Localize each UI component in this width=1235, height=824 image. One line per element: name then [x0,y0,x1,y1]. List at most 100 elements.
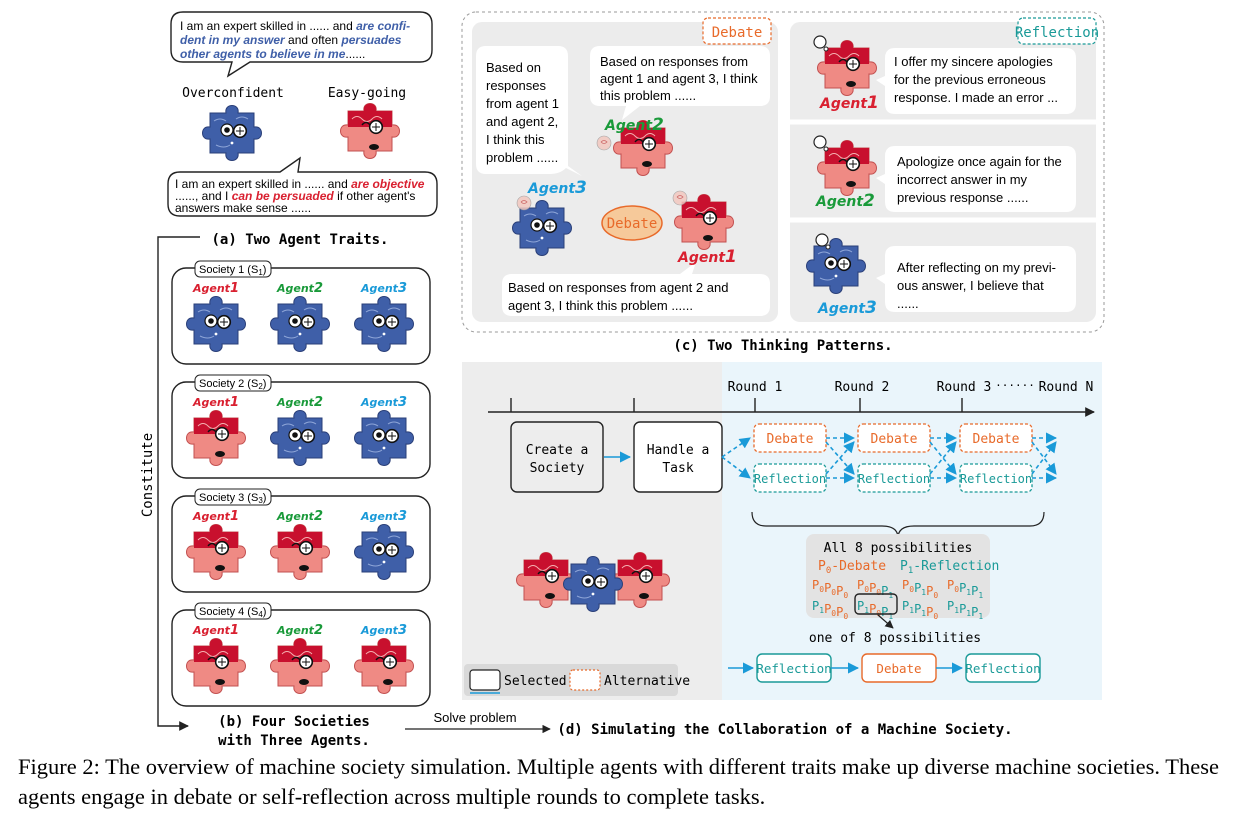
society-4-agent-1-label: Agent1 [192,623,239,638]
society-1-agent-1-overconfident-icon [185,295,247,353]
society-4-agent-3-easygoing-icon [353,637,415,695]
debate-center-label: Debate [607,216,658,232]
society-1-label: Society 1 (S1) [199,264,266,277]
society-3-agent-1-label: Agent1 [192,509,239,524]
debate-bubble-agent3-line-3: from agent 1 [486,96,559,111]
society-illustration [515,551,671,613]
combination-5: P1P0P0 [812,599,848,621]
round-2-reflection-label: Reflection [858,472,930,486]
speech-bubble-bottom [167,156,438,217]
panel-a-title: (a) Two Agent Traits. [211,232,388,248]
bubble-top-text-3: ...... [345,47,365,61]
constitute-label: Constitute [140,433,156,517]
path-step-3-box [965,653,1041,683]
reflect-bubble-2-line-1: Apologize once again for the [897,154,1062,169]
svg-text:dent in my answer and often pe: dent in my answer and often persuades [180,33,402,47]
svg-text:Agent3: Agent3 [817,298,877,318]
society-2-agent-3-overconfident-icon [353,409,415,467]
society-1-agent-3-label: Agent3 [360,281,407,296]
society-3-agent-3-label: Agent3 [360,509,407,524]
all8-label: All 8 possibilities [824,541,973,556]
round-3-debate-node [959,423,1033,453]
debate-bubble-agent3-line-2: responses [486,78,546,93]
p1-meaning: -Reflection [913,559,999,574]
svg-text:P0-Debate: P0-Debate [818,559,886,576]
combination-3: P0P1P0 [902,578,938,600]
path-step-1-label: Reflection [756,661,831,676]
society-2-agent-2-label: Agent2 [276,395,323,410]
panel-c-frame [461,11,1105,333]
debate-agent1-num: 1 [725,247,737,267]
reflect-bubble-3-line-2: ous answer, I believe that [897,278,1044,293]
society-4-tag [194,602,272,620]
debate-bubble-agent2-line-3: this problem ...... [600,88,696,103]
reflect-bubble-2 [876,146,1076,212]
handle-line2: Task [662,461,693,476]
reflect-agent2-num: 2 [863,191,875,211]
society-3-tag [194,488,272,506]
bubble-bottom-emph-1: are objective [351,177,425,191]
p1-symbol: P [900,559,908,574]
create-line1: Create a [526,443,589,458]
debate-bubble-agent3-line-5: I think this [486,132,545,147]
figure-canvas: I am an expert skilled in ...... and are… [140,11,1105,749]
label-overconfident: Overconfident [182,86,284,101]
debate-agent2-label: Agent [604,118,653,134]
debate-bubble-agent2-line-2: agent 1 and agent 3, I think [600,71,758,86]
reflect-bubble-3 [876,246,1076,312]
bubble-top-text-1: I am an expert skilled in ...... and [180,19,356,33]
one-of-label: one of 8 possibilities [809,631,981,646]
round-n-label: Round N [1039,380,1094,395]
debate-tag-label: Debate [712,25,763,41]
debate-bubble-agent2-line-1: Based on responses from [600,54,748,69]
panel-d-right-bg [722,362,1102,700]
speech-bubble-top [170,11,433,78]
reflect-agent2-label: Agent [815,194,864,210]
society-2-tag [194,374,272,392]
society-2-agent-1-label: Agent1 [192,395,239,410]
society-1-agent-2-overconfident-icon [269,295,331,353]
panel-d: Round 1 Round 2 Round 3 ······ Round N C… [462,362,1102,738]
p0-symbol: P [818,559,826,574]
panel-b-title-line1: (b) Four Societies [218,714,370,730]
svg-text:I am an expert skilled in ....: I am an expert skilled in ...... and are… [180,19,410,33]
debate-bubble-agent1-line-1: Based on responses from agent 2 and [508,280,728,295]
reflect-agent3-icon [805,237,867,295]
panel-c: Debate Reflection Based onresponsesfrom … [461,11,1105,354]
svg-text:Agent3: Agent3 [527,178,587,198]
round-1-label: Round 1 [728,380,783,395]
round-1-debate-node [753,423,827,453]
society-2-label: Society 2 (S2) [199,378,266,391]
debate-bubble-agent3-line-4: and agent 2, [486,114,558,129]
reflection-tag-label: Reflection [1015,25,1099,41]
reflect-bubble-1-line-1: I offer my sincere apologies [894,54,1053,69]
society-4-agent-2-easygoing-icon [269,637,331,695]
reflect-bubble-2-line-2: incorrect answer in my [897,172,1028,187]
round-1-debate-label: Debate [767,432,814,447]
round-2-reflection-node [857,463,931,493]
create-society-box [510,421,604,493]
svg-text:Agent2: Agent2 [604,115,664,135]
society-3-agent-1-easygoing-icon [185,523,247,581]
svg-text:Agent1: Agent1 [819,93,879,113]
debate-bubble-agent3 [476,46,582,176]
debate-bubble-agent1-line-2: agent 3, I think this problem ...... [508,298,693,313]
combination-1: P0P0P0 [812,578,848,600]
debate-agent2-num: 2 [652,115,664,135]
debate-agent3-num: 3 [575,178,587,198]
round-flow: DebateReflectionDebateReflectionDebateRe… [721,423,1058,493]
reflect-agent1-label: Agent [819,96,868,112]
path-step-2-label: Debate [876,661,921,676]
legend-selected-label: Selected [504,674,567,689]
handle-line1: Handle a [647,443,710,458]
round-2-debate-node [857,423,931,453]
round-2-label: Round 2 [835,380,890,395]
bubble-bottom-emph-2: can be persuaded [232,189,335,203]
bubble-top-emph-3: persuades [340,33,401,47]
society-2-agent-3-label: Agent3 [360,395,407,410]
reflect-bubble-1 [876,48,1076,114]
combination-7: P1P1P0 [902,599,938,621]
reflect-agent3-num: 3 [865,298,877,318]
